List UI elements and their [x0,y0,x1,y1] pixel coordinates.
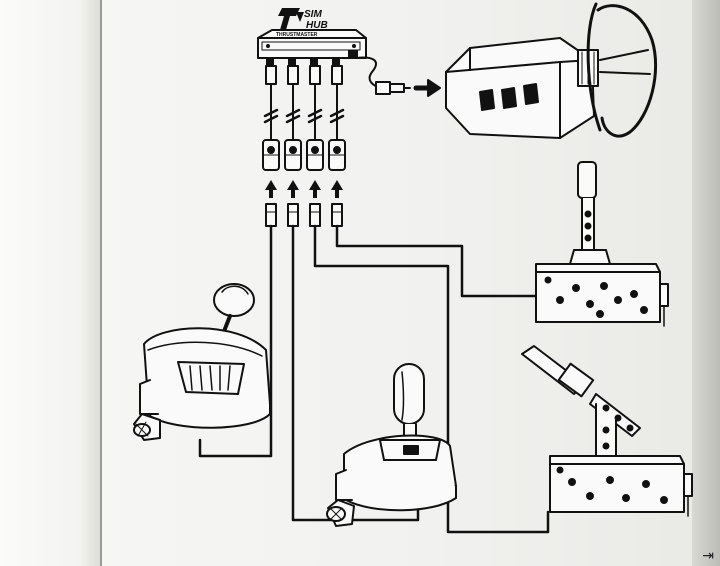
hub-output-cable [355,56,441,97]
adapter-connectors [262,139,346,171]
sim-hub-logo: SIM HUB [278,8,328,31]
sequential-shifter [326,363,457,527]
arrow-up-icon [309,180,321,198]
handbrake [521,345,693,517]
hub-brand-text: THRUSTMASTER [276,32,318,38]
page-fold-left [0,0,100,566]
logo-text-sim: SIM [304,9,322,20]
arrow-up-icon [331,180,343,198]
arrow-right-icon [427,79,441,97]
page-edge-right [692,0,720,566]
h-shifter-right [535,161,669,327]
logo-text-hub: HUB [306,20,328,31]
up-arrows [265,180,343,198]
page-turn-arrow-icon: ⇥ [702,547,714,563]
device-plugs [265,203,343,227]
hub-device: THRUSTMASTER [257,29,367,66]
wheel-base [445,2,658,139]
h-shifter-left [133,283,271,441]
hub-port-cables [263,65,345,141]
arrow-up-icon [265,180,277,198]
arrow-up-icon [287,180,299,198]
page-spine [100,0,102,566]
